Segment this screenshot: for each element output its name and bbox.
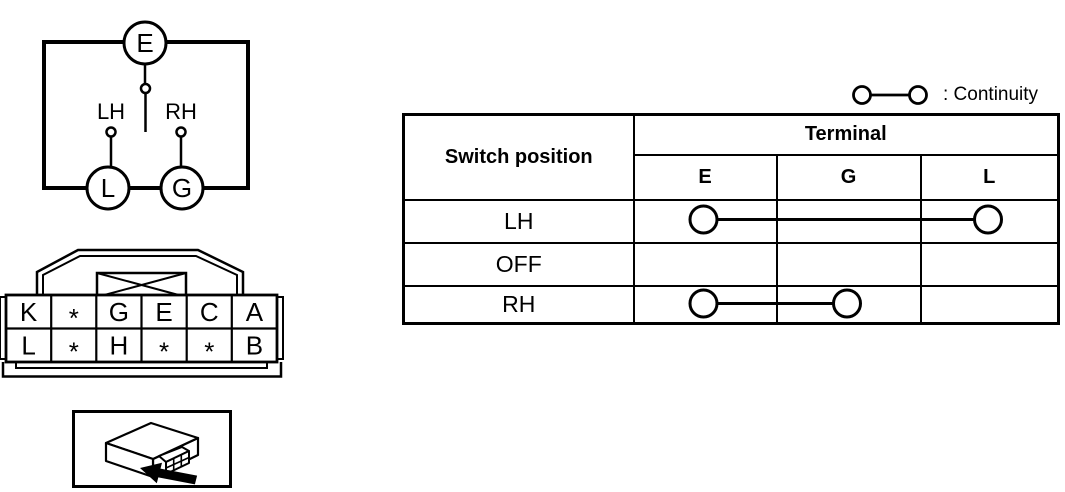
terminal-cell <box>919 241 1060 287</box>
terminal-g-label: G <box>172 173 192 203</box>
terminal-cell <box>775 198 922 244</box>
connector-hood-inner <box>42 255 238 297</box>
table-row-rh: RH <box>402 284 1060 325</box>
terminal-cell <box>919 198 1060 244</box>
continuity-table-wrap: Switch position Terminal E G L LH OFF RH <box>402 113 1060 325</box>
continuity-legend-label: : Continuity <box>943 84 1039 105</box>
latch-cross-line <box>96 272 187 298</box>
pin-label: * <box>69 337 79 367</box>
terminal-cell <box>775 241 922 287</box>
pointer-arrow-icon <box>140 462 198 485</box>
switch-circuit-schematic: LH RH E L G <box>42 20 250 211</box>
continuity-table: Switch position Terminal E G L LH OFF RH <box>402 113 1060 325</box>
connector-bottom-rail-inner <box>15 362 268 369</box>
pin-label: A <box>246 297 264 327</box>
rh-position-label: RH <box>165 99 197 124</box>
pin-label: E <box>155 297 172 327</box>
terminal-e-label: E <box>136 28 153 58</box>
terminal-g-circle <box>159 165 205 211</box>
row-label-off: OFF <box>402 241 635 287</box>
terminal-e-circle <box>122 20 168 66</box>
switch-position-header: Switch position <box>402 113 635 201</box>
terminal-cell <box>919 284 1060 325</box>
terminal-cell <box>632 198 778 244</box>
connector-3d-icon <box>104 421 200 485</box>
pin-label: H <box>110 331 129 361</box>
pin-label: K <box>20 297 38 327</box>
terminal-cell <box>775 284 922 325</box>
pin-label: G <box>109 297 129 327</box>
table-row-lh: LH <box>402 198 1060 244</box>
connector-pinout-diagram: K * G E C A L * H * * B <box>0 248 284 378</box>
lh-position-label: LH <box>97 99 125 124</box>
lh-contact <box>105 126 117 138</box>
connector-bottom-rail-outer <box>1 362 283 378</box>
terminal-l-circle <box>85 165 131 211</box>
continuity-symbol-icon <box>852 85 928 105</box>
table-row-off: OFF <box>402 241 1060 287</box>
pin-label: L <box>21 331 35 361</box>
pin-label: * <box>204 337 214 367</box>
row-label-lh: LH <box>402 198 635 244</box>
pin-label: * <box>159 337 169 367</box>
terminal-cell <box>632 241 778 287</box>
terminal-group-header: Terminal <box>632 113 1060 156</box>
terminal-cell <box>632 284 778 325</box>
connector-view-callout <box>72 410 232 488</box>
row-label-rh: RH <box>402 284 635 325</box>
rh-contact <box>175 126 187 138</box>
terminal-col-header-l: L <box>919 153 1060 201</box>
terminal-col-header-g: G <box>775 153 922 201</box>
pin-label: * <box>69 303 79 333</box>
lever-pivot-contact <box>139 82 152 95</box>
pin-label: B <box>246 331 263 361</box>
continuity-legend: : Continuity <box>851 82 1038 108</box>
terminal-l-label: L <box>101 173 115 203</box>
terminal-col-header-e: E <box>632 153 778 201</box>
pin-label: C <box>200 297 219 327</box>
